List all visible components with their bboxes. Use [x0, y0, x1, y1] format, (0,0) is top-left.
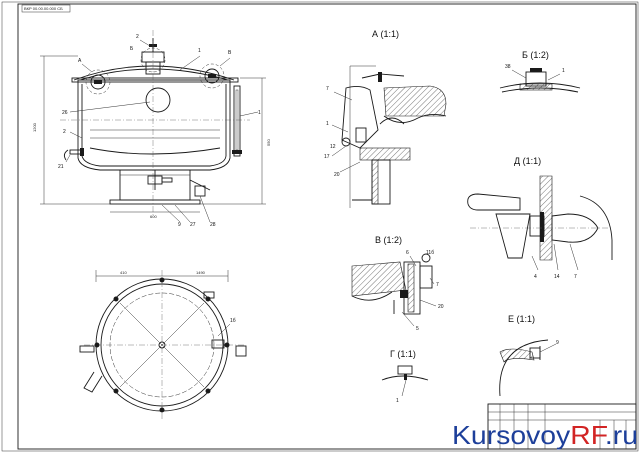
detail-e-callout-9: 9: [556, 340, 559, 346]
detail-b-callout-38: 38: [505, 64, 511, 70]
detail-a-title: А (1:1): [372, 29, 399, 39]
top-stamp-text: ВКР 00.00.00.000 СБ: [24, 6, 63, 11]
plan-callout-1b: 1б: [230, 318, 236, 324]
detail-a-callout-7: 7: [326, 86, 329, 92]
callout-1-top: 1: [198, 48, 201, 54]
detail-g-title: Г (1:1): [390, 349, 416, 359]
callout-27: 27: [190, 222, 196, 228]
callout-9: 9: [178, 222, 181, 228]
view-marker-v: В: [228, 50, 232, 56]
detail-g-callout-1: 1: [396, 398, 399, 404]
detail-d-callout-4: 4: [534, 274, 537, 280]
dim-base-width: 600: [150, 214, 157, 219]
plan-dim-right: 1490: [196, 270, 206, 275]
callout-2-left: 2: [63, 129, 66, 135]
detail-v-callout-11b: 11б: [426, 250, 434, 256]
detail-v-callout-5: 5: [416, 326, 419, 332]
top-stamp-box: [21, 4, 71, 13]
callout-21: 21: [58, 164, 64, 170]
detail-d-callout-7: 7: [574, 274, 577, 280]
detail-v: В (1:2) 11б 6 7 20 5: [351, 235, 444, 332]
detail-e: Е (1:1) 9: [499, 314, 559, 397]
detail-b-callout-1: 1: [562, 68, 565, 74]
dim-overall-height: 1200: [32, 122, 37, 132]
callout-28: 28: [210, 222, 216, 228]
detail-a-callout-12: 12: [330, 144, 336, 150]
detail-b-title: Б (1:2): [522, 50, 549, 60]
view-marker-b: Б: [130, 46, 134, 52]
detail-a-callout-20: 20: [334, 172, 340, 178]
detail-b: Б (1:2) 38 1: [499, 50, 581, 93]
detail-a-callout-17: 17: [324, 154, 330, 160]
plan-dim-left: 410: [120, 270, 127, 275]
watermark-part1: Kursovoy: [452, 420, 570, 450]
view-marker-a: А: [78, 58, 82, 64]
callout-26: 26: [62, 110, 68, 116]
detail-v-callout-20: 20: [438, 304, 444, 310]
watermark-part3: .ru: [605, 420, 638, 450]
callout-2-top: 2: [136, 34, 139, 40]
detail-d-title: Д (1:1): [514, 156, 541, 166]
detail-g: Г (1:1) 1: [381, 349, 429, 404]
plan-view: 410 1490 1б: [79, 270, 247, 420]
title-block: [487, 403, 637, 450]
detail-d-callout-14: 14: [554, 274, 560, 280]
detail-v-callout-7: 7: [436, 282, 439, 288]
dim-side-height: 550: [266, 139, 271, 146]
detail-d: Д (1:1) 4 14 7: [467, 156, 613, 280]
detail-a: А (1:1) 7 1 17 12 20: [324, 29, 447, 208]
main-front-view: 1200 550 600 1 2 26 2 21 1 27 28 9 А Б В: [32, 30, 271, 228]
watermark-part2: RF: [570, 420, 607, 450]
callout-1-right: 1: [258, 110, 261, 116]
inner-frame: [17, 3, 637, 450]
detail-e-title: Е (1:1): [508, 314, 535, 324]
detail-v-title: В (1:2): [375, 235, 402, 245]
detail-v-callout-6: 6: [406, 250, 409, 256]
detail-a-callout-1: 1: [326, 121, 329, 127]
